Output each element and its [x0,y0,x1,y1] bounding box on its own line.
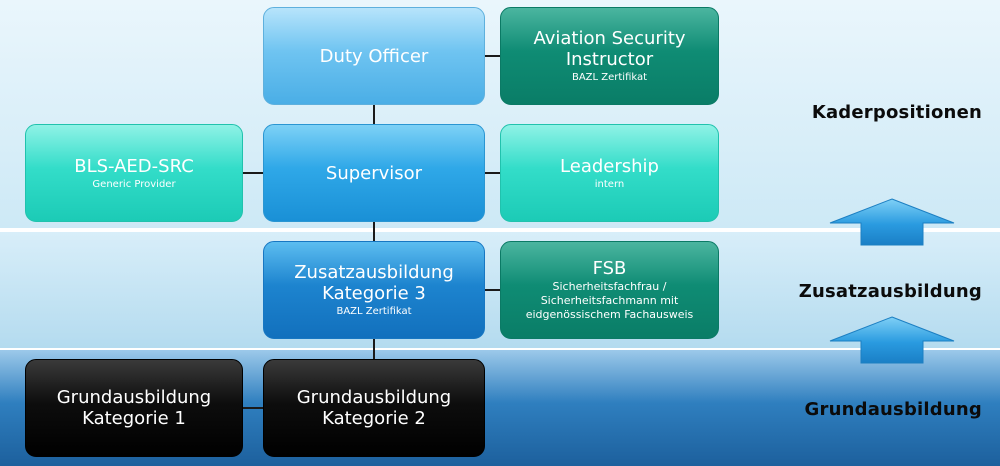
box-subtitle: BAZL Zertifikat [571,72,648,83]
box-grundausbildung-kategorie-1: Grundausbildung Kategorie 1 [25,359,243,457]
box-bls-aed-src: BLS-AED-SRC Generic Provider [25,124,243,222]
connector-duty-avsec [485,55,500,57]
box-title: Aviation Security Instructor [533,28,686,70]
connector-bls-supervisor [243,172,263,174]
connector-zusatz-grund2 [373,339,375,359]
box-title: Leadership [560,155,659,177]
band-label-grundausbildung: Grundausbildung [804,399,982,420]
box-title: Duty Officer [319,45,429,67]
box-duty-officer: Duty Officer [263,7,485,105]
box-fsb: FSB Sicherheitsfachfrau / Sicherheitsfac… [500,241,719,339]
box-title: Supervisor [325,162,423,184]
box-supervisor: Supervisor [263,124,485,222]
connector-supervisor-zusatz [373,222,375,241]
box-title: Zusatzausbildung Kategorie 3 [294,262,454,304]
connector-supervisor-leadership [485,172,500,174]
box-subtitle: BAZL Zertifikat [336,306,412,317]
band-label-zusatzausbildung: Zusatzausbildung [798,281,982,302]
box-title: BLS-AED-SRC [74,155,194,177]
connector-grund1-grund2 [243,407,263,409]
box-subtitle: intern [594,178,625,190]
connector-zusatz-fsb [485,289,500,291]
box-leadership: Leadership intern [500,124,719,222]
box-aviation-security-instructor: Aviation Security Instructor BAZL Zertif… [500,7,719,105]
box-title: Grundausbildung Kategorie 1 [56,387,212,429]
up-arrow-icon [829,198,955,246]
band-label-kaderpositionen: Kaderpositionen [811,102,982,123]
box-zusatzausbildung-kategorie-3: Zusatzausbildung Kategorie 3 BAZL Zertif… [263,241,485,339]
box-subtitle: Sicherheitsfachfrau / Sicherheitsfachman… [525,280,694,321]
box-title: Grundausbildung Kategorie 2 [296,387,452,429]
up-arrow-icon [829,316,955,364]
box-grundausbildung-kategorie-2: Grundausbildung Kategorie 2 [263,359,485,457]
box-title: FSB [592,258,627,279]
box-subtitle: Generic Provider [92,178,176,190]
connector-duty-supervisor [373,105,375,124]
